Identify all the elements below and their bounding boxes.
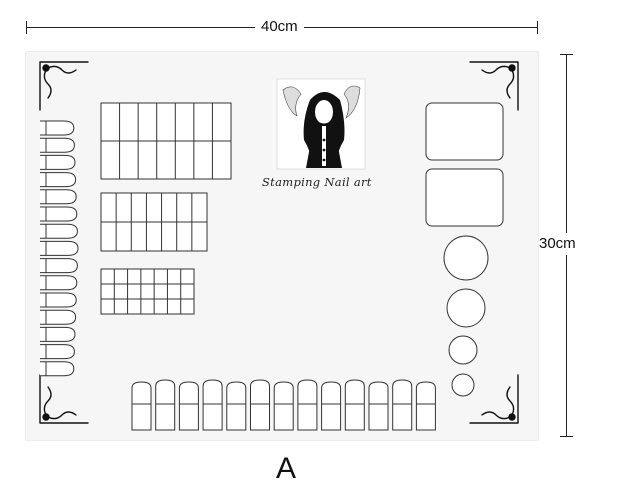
nail-tip-icon	[392, 379, 413, 431]
nail-tip-icon	[40, 361, 75, 377]
nail-tip-icon	[321, 381, 342, 431]
nail-tip-icon	[40, 120, 75, 136]
nail-tip-icon	[40, 189, 77, 205]
nail-grid-small	[100, 268, 195, 315]
nail-tip-icon	[297, 379, 318, 431]
nail-tip-icon	[40, 137, 75, 153]
nail-tip-icon	[344, 379, 365, 431]
stamping-pad-rect	[425, 168, 504, 227]
nail-tip-icon	[226, 381, 247, 431]
stamping-circle	[448, 335, 478, 365]
variant-label: A	[276, 452, 297, 485]
woman-portrait-logo-icon	[276, 78, 366, 170]
stamping-pad-rect	[425, 102, 504, 161]
stamping-circle	[451, 373, 475, 397]
nail-tip-icon	[40, 240, 79, 256]
corner-flourish-icon	[39, 61, 89, 111]
nail-tip-icon	[40, 223, 78, 239]
nail-tip-icon	[415, 381, 436, 431]
nail-tip-icon	[250, 379, 270, 431]
nail-tip-icon	[202, 379, 223, 431]
nail-tip-icon	[368, 381, 389, 431]
nail-tip-icon	[40, 292, 77, 308]
stamping-circle	[443, 235, 489, 281]
nail-tip-icon	[40, 344, 75, 360]
nail-tip-icon	[273, 381, 294, 431]
nail-tip-icon	[155, 379, 176, 431]
nail-tip-icon	[40, 206, 78, 222]
width-label: 40cm	[255, 18, 304, 36]
logo-caption: Stamping Nail art	[262, 175, 372, 189]
height-label: 30cm	[539, 233, 576, 255]
nail-tip-icon	[40, 258, 78, 274]
corner-flourish-icon	[39, 374, 89, 424]
nail-tip-icon	[40, 172, 77, 188]
nail-tip-icon	[40, 326, 76, 342]
corner-flourish-icon	[469, 61, 519, 111]
nail-tip-icon	[131, 381, 152, 431]
nail-tip-icon	[40, 154, 76, 170]
stamping-circle	[446, 288, 486, 328]
corner-flourish-icon	[469, 374, 519, 424]
nail-tip-icon	[40, 275, 78, 291]
nail-tip-icon	[40, 309, 77, 325]
nail-tip-icon	[178, 381, 199, 431]
